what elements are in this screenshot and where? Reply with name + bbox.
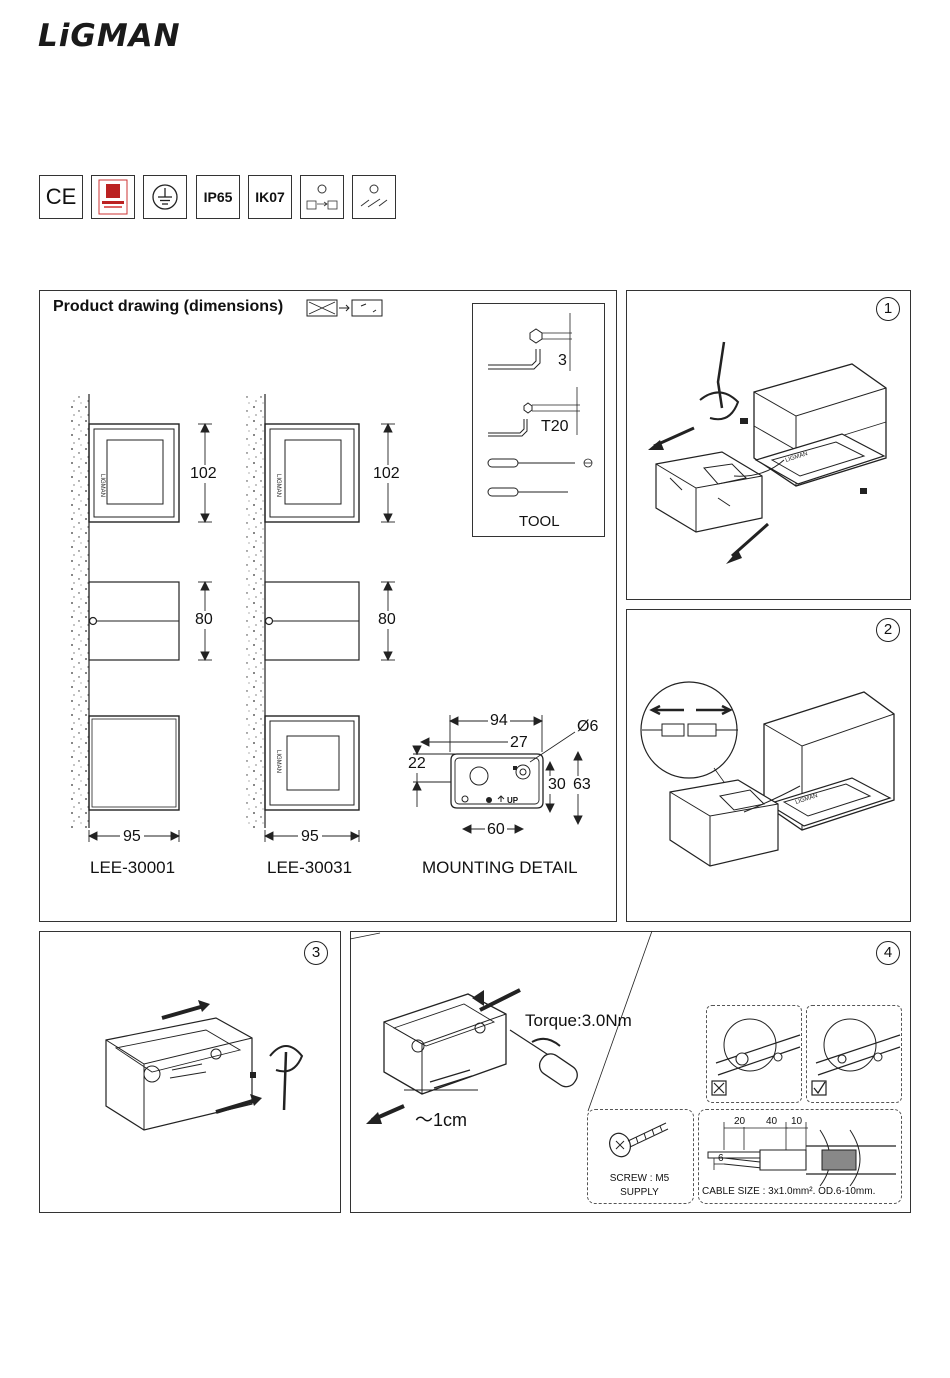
clamp-details xyxy=(706,1005,906,1105)
height-dim-2: 102 xyxy=(371,465,402,483)
product-drawing-title: Product drawing (dimensions) xyxy=(53,298,283,316)
model-label-2: LEE-30031 xyxy=(267,858,352,878)
mount-dim-94: 94 xyxy=(488,712,510,730)
height-dim-1: 102 xyxy=(188,465,219,483)
mount-up-mark: UP xyxy=(507,796,518,805)
svg-text:LIGMAN: LIGMAN xyxy=(275,474,281,497)
earth-ground-badge xyxy=(143,175,187,219)
cable-dim-20: 20 xyxy=(733,1116,746,1127)
mount-dim-27: 27 xyxy=(508,734,530,752)
step-3-illustration xyxy=(56,980,336,1190)
torque-label: Torque:3.0Nm xyxy=(525,1011,632,1031)
step-2-number: 2 xyxy=(876,618,900,642)
mount-dim-diameter: Ø6 xyxy=(577,718,598,736)
tool-size-3: 3 xyxy=(558,352,567,370)
cable-dim-10: 10 xyxy=(790,1116,803,1127)
step-1-number: 1 xyxy=(876,297,900,321)
mount-dim-22: 22 xyxy=(406,755,428,773)
step-1-illustration: LIGMAN xyxy=(634,328,904,598)
model-label-1: LEE-30001 xyxy=(90,858,175,878)
svg-text:LIGMAN: LIGMAN xyxy=(99,474,105,497)
wiring-badge-2 xyxy=(352,175,396,219)
svg-text:LIGMAN: LIGMAN xyxy=(275,750,281,773)
ik07-text: IK07 xyxy=(255,189,285,205)
wiring-badge-1 xyxy=(300,175,344,219)
ip65-badge: IP65 xyxy=(196,175,240,219)
mounting-detail-label: MOUNTING DETAIL xyxy=(422,858,578,878)
cable-dim-40: 40 xyxy=(765,1116,778,1127)
quality-seal-badge xyxy=(91,175,135,219)
wiring-diagram-icon xyxy=(356,180,392,214)
ip65-text: IP65 xyxy=(204,189,233,205)
ce-mark-badge: CE xyxy=(39,175,83,219)
step-3-number: 3 xyxy=(304,941,328,965)
wiring-diagram-icon xyxy=(304,180,340,214)
width-dim-2: 95 xyxy=(298,828,322,846)
width-dim-1: 95 xyxy=(120,828,144,846)
depth-dim-1: 80 xyxy=(193,611,215,629)
strip-length-label: ～1cm xyxy=(415,1106,467,1132)
cable-dim-6: 6 xyxy=(718,1153,724,1164)
mount-dim-63: 63 xyxy=(572,776,592,794)
ik07-badge: IK07 xyxy=(248,175,292,219)
ce-mark-text: CE xyxy=(46,184,77,210)
cable-size-label: CABLE SIZE : 3x1.0mm². OD.6-10mm. xyxy=(702,1186,875,1197)
brand-logo: LiGMAN xyxy=(38,18,181,54)
depth-dim-2: 80 xyxy=(376,611,398,629)
mount-dim-60: 60 xyxy=(485,821,507,839)
quality-seal-icon xyxy=(97,179,129,215)
screw-size-label: SCREW : M5 xyxy=(587,1173,692,1184)
mount-dim-30: 30 xyxy=(547,776,567,794)
earth-ground-icon xyxy=(150,182,180,212)
cross-to-arrow-icon xyxy=(306,298,386,318)
step-2-illustration: LIGMAN xyxy=(634,640,914,900)
screw-icon xyxy=(600,1115,680,1165)
step-4-mount-illustration xyxy=(360,970,610,1170)
screw-supply-label: SUPPLY xyxy=(587,1187,692,1198)
